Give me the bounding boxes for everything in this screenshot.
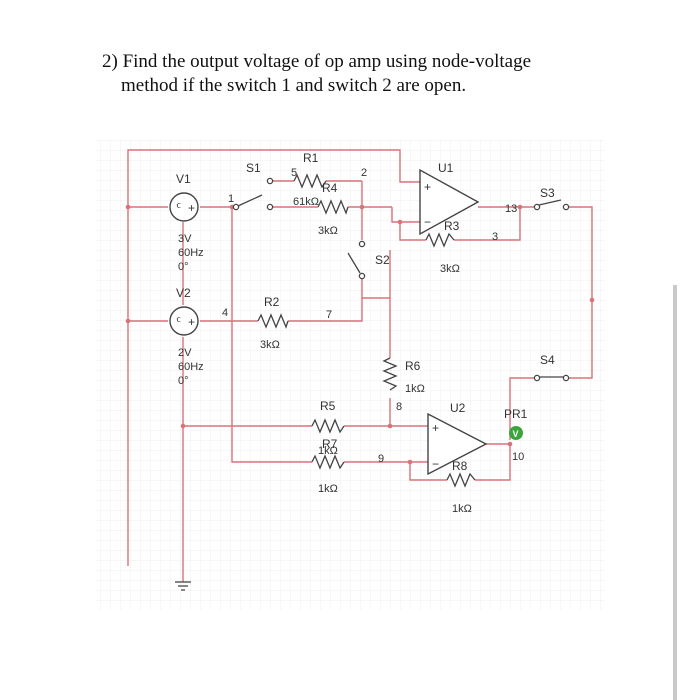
r5-value: 1kΩ bbox=[318, 445, 338, 457]
resistor-r1 bbox=[293, 173, 327, 189]
s1-label: S1 bbox=[246, 161, 261, 175]
r7-value: 1kΩ bbox=[318, 483, 338, 495]
r4-value: 3kΩ bbox=[318, 225, 338, 237]
node-1: 1 bbox=[228, 193, 234, 205]
opamp-u2: + − bbox=[427, 412, 488, 476]
resistor-r6 bbox=[382, 357, 398, 391]
s4-label: S4 bbox=[540, 353, 555, 367]
v1-plus-sign: + bbox=[188, 201, 195, 215]
ground-icon bbox=[175, 581, 191, 591]
wire-u1-minus bbox=[391, 207, 420, 223]
question-line-2: method if the switch 1 and switch 2 are … bbox=[121, 75, 467, 96]
pr1-label: PR1 bbox=[504, 407, 528, 421]
r3-value: 3kΩ bbox=[440, 263, 460, 275]
wire-s4-left bbox=[509, 377, 535, 440]
r6-value: 1kΩ bbox=[405, 383, 425, 395]
u1-label: U1 bbox=[438, 161, 454, 175]
v1-frequency: 60Hz bbox=[178, 247, 204, 259]
question-text: 2) Find the output voltage of op amp usi… bbox=[102, 50, 531, 98]
u2-label: U2 bbox=[450, 401, 466, 415]
r3-name: R3 bbox=[444, 219, 460, 233]
node-5: 5 bbox=[291, 167, 297, 179]
v2-voltage: 2V bbox=[178, 347, 192, 359]
resistor-r2 bbox=[257, 313, 289, 329]
probe-pr1: V bbox=[509, 426, 523, 440]
r1-name: R1 bbox=[303, 151, 319, 165]
node-3: 3 bbox=[492, 231, 498, 243]
r1-value: 61kΩ bbox=[293, 196, 319, 208]
v2-frequency: 60Hz bbox=[178, 361, 204, 373]
s2-label: S2 bbox=[375, 253, 390, 267]
source-v2: ᑦ + V2 2V 60Hz 0° bbox=[169, 286, 204, 387]
wire-u2-fb bbox=[475, 444, 511, 481]
wire-outer-loop bbox=[127, 149, 420, 566]
resistor-r8 bbox=[446, 472, 476, 488]
v1-voltage: 3V bbox=[178, 233, 192, 245]
page-scrollbar[interactable] bbox=[673, 285, 677, 700]
switch-s4 bbox=[533, 374, 570, 382]
source-v1: ᑦ + V1 3V 60Hz 0° bbox=[169, 172, 204, 273]
node-4: 4 bbox=[222, 307, 228, 319]
r4-name: R4 bbox=[322, 181, 338, 195]
r8-value: 1kΩ bbox=[452, 503, 472, 515]
node-7: 7 bbox=[326, 309, 332, 321]
u2-plus-pin: + bbox=[432, 421, 439, 435]
node-labels: 1 2 3 4 5 7 8 9 10 13 bbox=[222, 167, 524, 465]
s3-label: S3 bbox=[540, 186, 555, 200]
r7-name: R7 bbox=[322, 437, 338, 451]
r2-value: 3kΩ bbox=[260, 339, 280, 351]
node-13: 13 bbox=[505, 203, 517, 215]
opamp-u1: + − bbox=[419, 168, 480, 236]
v1-phase: 0° bbox=[178, 261, 189, 273]
node-9: 9 bbox=[378, 453, 384, 465]
resistor-r7 bbox=[311, 454, 345, 470]
v1-wave-glyph: ᑦ bbox=[176, 201, 181, 215]
probe-mark: V bbox=[513, 429, 519, 439]
resistor-r4 bbox=[317, 199, 349, 215]
wire-u1-fb-right bbox=[454, 207, 521, 241]
wire-r2-node7 bbox=[288, 298, 363, 322]
node-2: 2 bbox=[361, 167, 367, 179]
r6-name: R6 bbox=[405, 359, 421, 373]
r2-name: R2 bbox=[264, 295, 280, 309]
node-10: 10 bbox=[512, 451, 524, 463]
r5-name: R5 bbox=[320, 399, 336, 413]
switch-s1 bbox=[232, 177, 274, 211]
r8-name: R8 bbox=[452, 459, 468, 473]
wire-u1-fb-left bbox=[399, 222, 426, 241]
switch-s2 bbox=[347, 240, 366, 280]
wire-s3-right bbox=[568, 206, 593, 379]
u2-minus-pin: − bbox=[432, 457, 439, 471]
question-line-1: 2) Find the output voltage of op amp usi… bbox=[102, 51, 532, 72]
v2-phase: 0° bbox=[178, 375, 189, 387]
switch-s3 bbox=[533, 199, 570, 211]
wire-s2-r6 bbox=[361, 278, 390, 299]
resistor-r5 bbox=[311, 418, 345, 434]
v2-name: V2 bbox=[176, 286, 191, 300]
wires bbox=[127, 149, 593, 582]
v2-plus-sign: + bbox=[188, 315, 195, 329]
v2-wave-glyph: ᑦ bbox=[176, 315, 181, 329]
u1-plus-pin: + bbox=[424, 180, 431, 194]
resistor-r3 bbox=[425, 232, 455, 248]
wire-r7-left bbox=[231, 207, 312, 463]
wire-u2-fb-2 bbox=[409, 462, 447, 481]
v1-name: V1 bbox=[176, 172, 191, 186]
u1-minus-pin: − bbox=[424, 215, 431, 229]
node-8: 8 bbox=[396, 401, 402, 413]
